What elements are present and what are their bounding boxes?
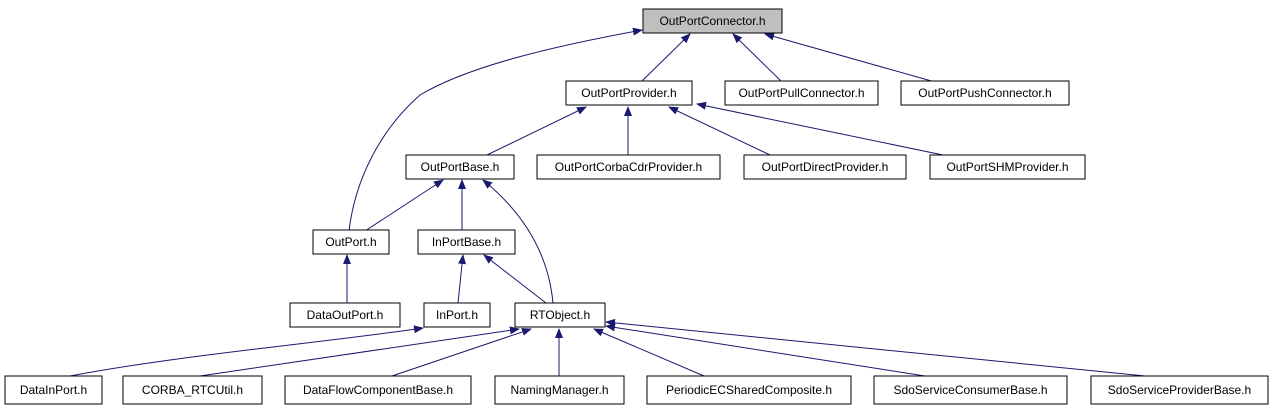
node-outport-pull-connector[interactable]: OutPortPullConnector.h [724,80,879,106]
node-label: OutPortBase.h [421,160,500,174]
node-sdo-service-provider-base[interactable]: SdoServiceProviderBase.h [1090,375,1269,405]
node-dataflow-component-base[interactable]: DataFlowComponentBase.h [284,375,472,405]
node-label: PeriodicECSharedComposite.h [666,383,832,397]
node-rtobject[interactable]: RTObject.h [514,302,606,328]
node-inport[interactable]: InPort.h [423,302,491,328]
node-label: DataOutPort.h [307,308,384,322]
node-outport-base[interactable]: OutPortBase.h [405,154,515,180]
edge-outport-provider-to-outport-connector [640,33,691,83]
edge-rtobject-to-inport-base [483,254,547,304]
edge-inport-to-inport-base [457,254,467,304]
node-naming-manager[interactable]: NamingManager.h [494,375,625,405]
edge-outport-shm-provider-to-outport-provider [696,101,944,156]
node-outport-corba-cdr-provider[interactable]: OutPortCorbaCdrProvider.h [536,154,721,180]
node-outport[interactable]: OutPort.h [312,229,390,255]
node-label: OutPortSHMProvider.h [946,160,1068,174]
node-outport-shm-provider[interactable]: OutPortSHMProvider.h [929,154,1086,180]
node-label: SdoServiceConsumerBase.h [893,383,1047,397]
edge-rtobject-to-outport-base [482,179,554,304]
edge-outport-pull-connector-to-outport-connector [732,33,783,83]
node-label: InPortBase.h [432,235,501,249]
nodes: OutPortConnector.h OutPortProvider.h Out… [4,8,1269,405]
edge-outport-to-outport-connector [348,27,643,232]
edge-sdo-service-consumer-base-to-rtobject [605,323,926,377]
edges [69,27,1146,377]
node-inport-base[interactable]: InPortBase.h [417,229,516,255]
node-data-inport[interactable]: DataInPort.h [4,375,103,405]
node-data-outport[interactable]: DataOutPort.h [289,302,401,328]
node-label: OutPortProvider.h [581,86,676,100]
edge-outport-base-to-outport-provider [486,106,587,156]
node-label: DataInPort.h [20,383,87,397]
edge-outport-push-connector-to-outport-connector [764,32,936,83]
node-label: CORBA_RTCUtil.h [142,383,243,397]
edge-corba-rtcutil-to-rtobject [199,326,520,377]
edge-outport-to-outport-base [364,179,444,232]
node-outport-provider[interactable]: OutPortProvider.h [565,80,693,106]
node-label: RTObject.h [530,308,590,322]
node-sdo-service-consumer-base[interactable]: SdoServiceConsumerBase.h [873,375,1068,405]
node-label: InPort.h [436,308,478,322]
node-outport-push-connector[interactable]: OutPortPushConnector.h [900,80,1070,106]
node-label: OutPortPullConnector.h [738,86,864,100]
node-label: OutPort.h [325,235,376,249]
edge-dataflow-component-base-to-rtobject [391,328,532,377]
edge-data-inport-to-inport [69,325,424,377]
node-periodic-ec-shared-composite[interactable]: PeriodicECSharedComposite.h [646,375,852,405]
node-outport-direct-provider[interactable]: OutPortDirectProvider.h [743,154,907,180]
node-label: NamingManager.h [510,383,608,397]
node-label: OutPortConnector.h [659,14,765,28]
edge-outport-direct-provider-to-outport-provider [668,106,771,156]
edge-sdo-service-provider-base-to-rtobject [605,318,1146,377]
node-label: OutPortDirectProvider.h [762,160,889,174]
node-label: SdoServiceProviderBase.h [1108,383,1251,397]
node-label: OutPortPushConnector.h [918,86,1051,100]
edge-periodic-ec-shared-composite-to-rtobject [593,328,705,377]
node-outport-connector: OutPortConnector.h [642,8,783,34]
node-label: DataFlowComponentBase.h [303,383,453,397]
node-label: OutPortCorbaCdrProvider.h [555,160,702,174]
node-corba-rtcutil[interactable]: CORBA_RTCUtil.h [122,375,263,405]
